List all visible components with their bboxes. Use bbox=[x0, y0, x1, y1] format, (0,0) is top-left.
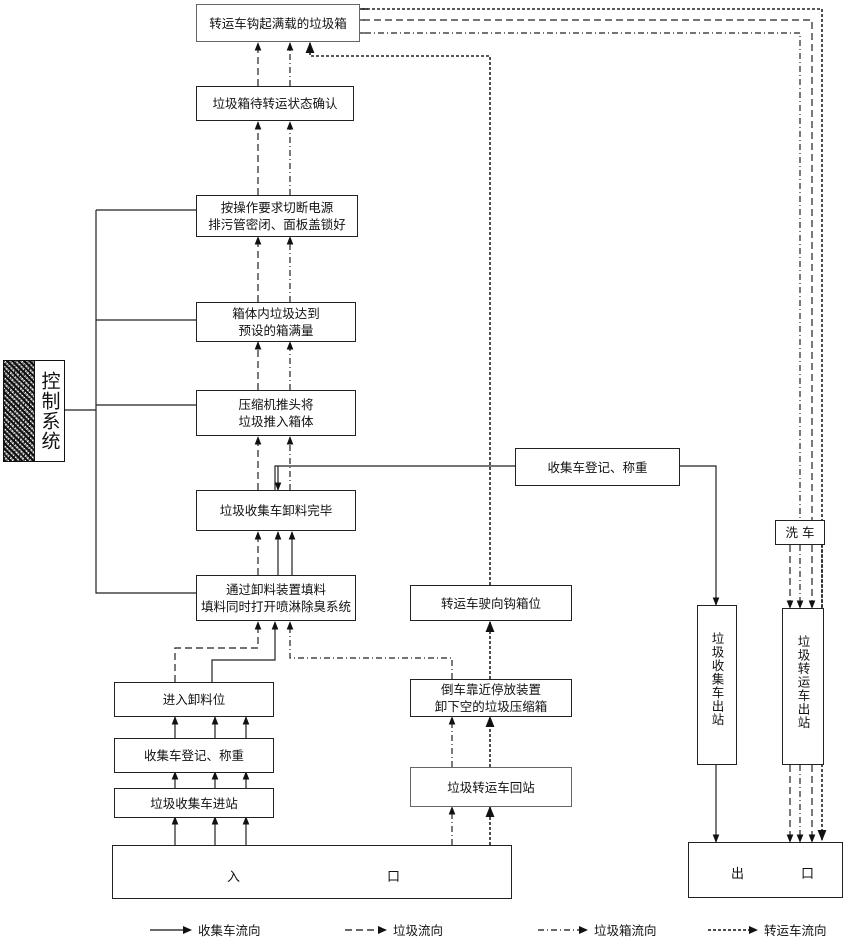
box-enter-unload: 进入卸料位 bbox=[114, 682, 274, 717]
legend-dashdot-line bbox=[538, 925, 588, 934]
legend-garbage-flow: 垃圾流向 bbox=[345, 920, 443, 939]
box-collector-enter: 垃圾收集车进站 bbox=[114, 788, 274, 818]
control-system-label: 控制系统 bbox=[35, 360, 65, 462]
box-register-weigh: 收集车登记、称重 bbox=[114, 738, 274, 773]
box-compress: 压缩机推头将 垃圾推入箱体 bbox=[196, 390, 356, 436]
box-hook-position: 转运车驶向钩箱位 bbox=[410, 585, 572, 621]
box-collector-exit: 垃圾收集车出站 bbox=[697, 605, 737, 765]
box-power-off: 按操作要求切断电源 排污管密闭、面板盖锁好 bbox=[196, 195, 358, 237]
box-register-weigh-2: 收集车登记、称重 bbox=[515, 448, 680, 486]
exit-block: 出 口 bbox=[688, 842, 843, 898]
control-system-pattern bbox=[3, 360, 35, 462]
box-reverse-park: 倒车靠近停放装置 卸下空的垃圾压缩箱 bbox=[410, 679, 572, 717]
box-transfer-exit: 垃圾转运车出站 bbox=[782, 608, 824, 765]
control-bracket bbox=[65, 209, 196, 594]
box-await-confirm: 垃圾箱待转运状态确认 bbox=[196, 86, 354, 121]
legend-dotted-line bbox=[708, 925, 758, 934]
box-fill: 通过卸料装置填料 填料同时打开喷淋除臭系统 bbox=[196, 575, 356, 621]
legend-solid-line bbox=[150, 925, 192, 934]
box-transfer-return: 垃圾转运车回站 bbox=[410, 767, 572, 807]
legend-container-flow: 垃圾箱流向 bbox=[538, 920, 657, 939]
box-unload-done: 垃圾收集车卸料完毕 bbox=[196, 490, 356, 531]
legend-dashed-line bbox=[345, 925, 387, 934]
box-wash: 洗 车 bbox=[775, 520, 825, 545]
legend-transfer-flow: 转运车流向 bbox=[708, 920, 827, 939]
box-box-full: 箱体内垃圾达到 预设的箱满量 bbox=[196, 302, 356, 342]
legend-collector-flow: 收集车流向 bbox=[150, 920, 261, 939]
box-hook-full: 转运车钩起满载的垃圾箱 bbox=[196, 4, 360, 42]
entrance-block: 入 口 bbox=[112, 845, 512, 899]
